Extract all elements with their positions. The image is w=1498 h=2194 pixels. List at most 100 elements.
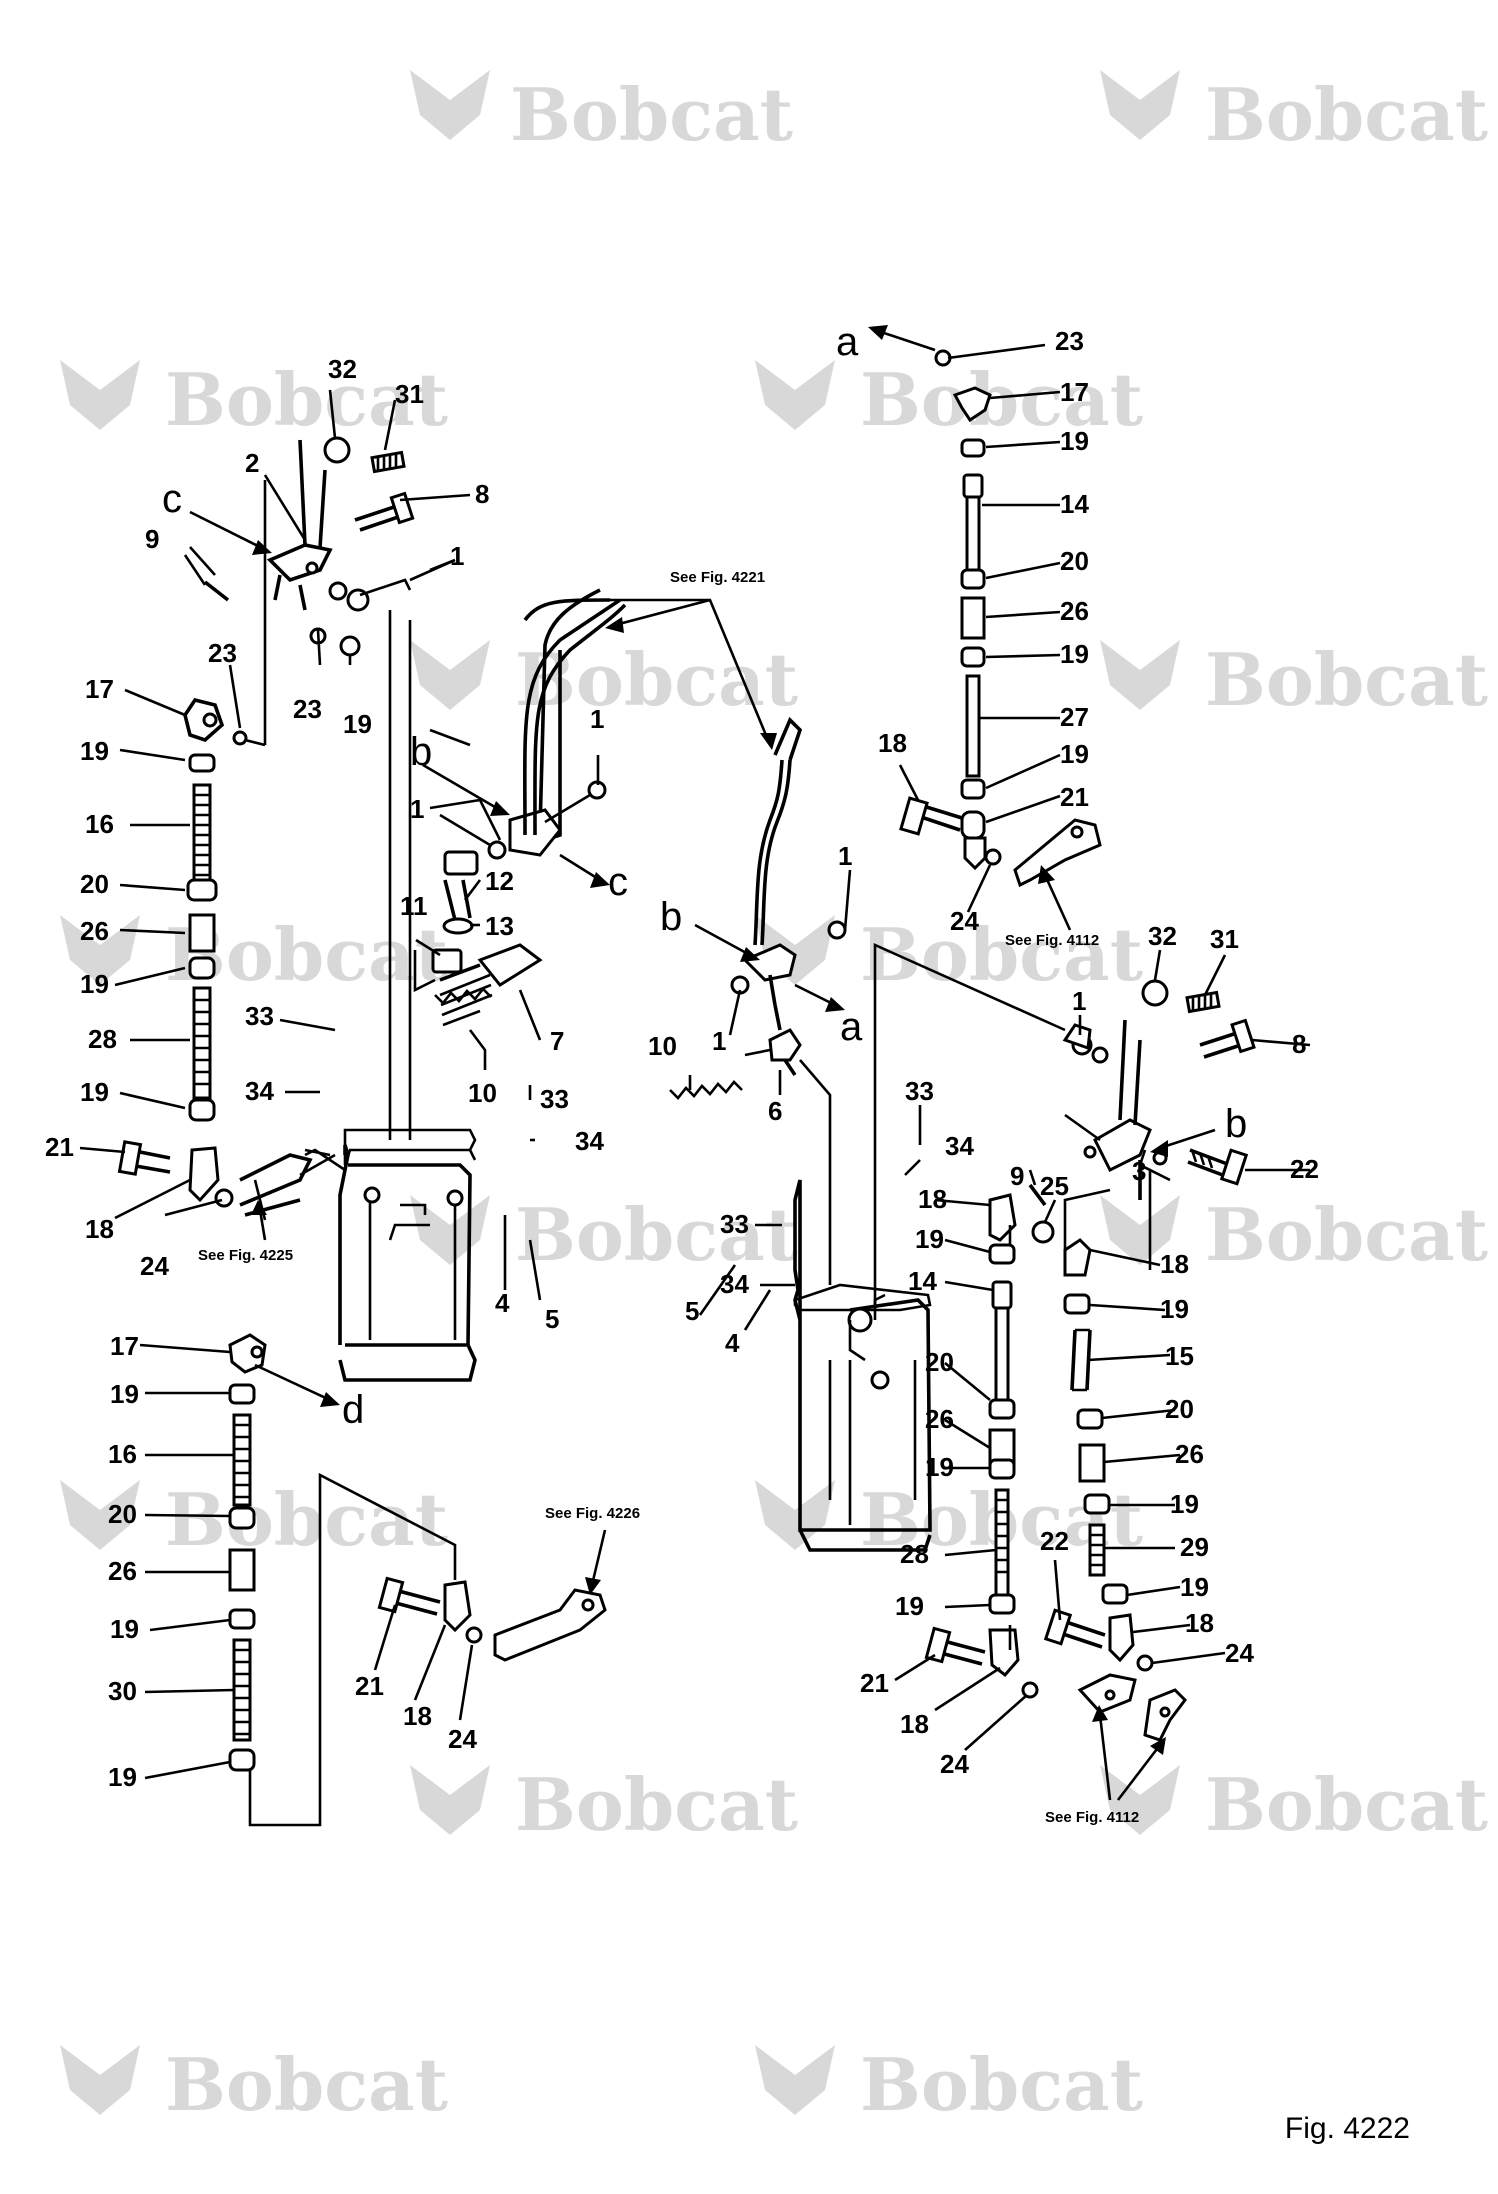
callout-33: 33 — [245, 1001, 274, 1031]
callout-19: 19 — [895, 1591, 924, 1621]
callout-32: 32 — [328, 354, 357, 384]
callout-24: 24 — [1225, 1638, 1254, 1668]
callout-33: 33 — [905, 1076, 934, 1106]
callout-21: 21 — [45, 1132, 74, 1162]
watermark-logo-icon — [1100, 640, 1180, 710]
callout-19: 19 — [108, 1762, 137, 1792]
callout-23: 23 — [1055, 326, 1084, 356]
see-fig-4225: See Fig. 4225 — [198, 1247, 293, 1264]
connector-d: d — [342, 1388, 364, 1432]
watermark-logo-icon — [410, 640, 490, 710]
callout-26: 26 — [80, 916, 109, 946]
callout-32: 32 — [1148, 921, 1177, 951]
watermark-logo-icon — [1100, 1765, 1180, 1835]
callout-13: 13 — [485, 911, 514, 941]
callout-19: 19 — [110, 1379, 139, 1409]
callout-14: 14 — [908, 1266, 937, 1296]
connector-b: b — [410, 730, 432, 774]
callout-34: 34 — [945, 1131, 974, 1161]
watermark-logo-icon — [410, 1765, 490, 1835]
callout-20: 20 — [80, 869, 109, 899]
callout-16: 16 — [85, 809, 114, 839]
connector-letters: a a b b b c c d — [162, 320, 1247, 1432]
watermark-logo-icon — [60, 2045, 140, 2115]
callout-20: 20 — [1060, 546, 1089, 576]
connector-b: b — [1225, 1102, 1247, 1146]
cable-to-4221 — [523, 598, 627, 836]
callout-28: 28 — [88, 1024, 117, 1054]
watermark-text: Bobcat — [1205, 1762, 1488, 1847]
leader-lines — [79, 343, 1311, 1780]
callout-5: 5 — [685, 1296, 699, 1326]
callout-33: 33 — [720, 1209, 749, 1239]
watermark-logo-icon — [60, 915, 140, 985]
callout-8: 8 — [475, 479, 489, 509]
callout-30: 30 — [108, 1676, 137, 1706]
callout-17: 17 — [110, 1331, 139, 1361]
callout-19: 19 — [343, 709, 372, 739]
callout-15: 15 — [1165, 1341, 1194, 1371]
callout-18: 18 — [1185, 1608, 1214, 1638]
part-32-nut — [323, 436, 351, 464]
callout-4: 4 — [725, 1328, 740, 1358]
callout-1: 1 — [450, 541, 464, 571]
watermark-text: Bobcat — [165, 357, 448, 442]
callout-19: 19 — [80, 1077, 109, 1107]
callout-10: 10 — [468, 1078, 497, 1108]
callout-21: 21 — [355, 1671, 384, 1701]
callout-21: 21 — [860, 1668, 889, 1698]
callout-26: 26 — [925, 1404, 954, 1434]
callout-19: 19 — [80, 969, 109, 999]
callout-18: 18 — [1160, 1249, 1189, 1279]
callout-2: 2 — [245, 448, 259, 478]
connector-a: a — [836, 320, 859, 364]
part-8-bolt — [354, 491, 415, 532]
connector-arrows — [189, 325, 1216, 1801]
watermark-logo-icon — [1100, 70, 1180, 140]
callout-4: 4 — [495, 1288, 510, 1318]
callout-9: 9 — [1010, 1161, 1024, 1191]
callout-34: 34 — [575, 1126, 604, 1156]
callout-1: 1 — [1072, 986, 1086, 1016]
callout-28: 28 — [900, 1539, 929, 1569]
callout-20: 20 — [1165, 1394, 1194, 1424]
callout-24: 24 — [140, 1251, 169, 1281]
watermark-logo-icon — [410, 70, 490, 140]
callout-11: 11 — [400, 891, 428, 921]
callout-21: 18 — [878, 728, 907, 758]
left-stack-upper — [117, 697, 336, 1217]
watermark-logo-icon — [755, 2045, 835, 2115]
see-fig-4112: See Fig. 4112 — [1005, 932, 1099, 949]
callout-18: 18 — [918, 1184, 947, 1214]
callout-33: 33 — [540, 1084, 569, 1114]
left-console-box — [304, 1128, 477, 1382]
callout-6: 6 — [768, 1096, 782, 1126]
callout-1: 1 — [712, 1026, 726, 1056]
callout-19: 19 — [1180, 1572, 1209, 1602]
see-fig-4112: See Fig. 4112 — [1045, 1809, 1139, 1826]
watermark-logo-icon — [755, 1480, 835, 1550]
callout-24: 24 — [950, 906, 979, 936]
left-rod — [304, 1148, 331, 1157]
watermark-text: Bobcat — [515, 1192, 798, 1277]
right-top-stack — [899, 349, 1102, 888]
callout-12: 12 — [485, 866, 514, 896]
callout-labels: 32 31 2 8 1 9 23 19 23 17 19 16 20 26 19… — [45, 326, 1319, 1792]
watermark-text: Bobcat — [165, 2042, 448, 2127]
callout-17: 17 — [1060, 377, 1089, 407]
right-lower-stack-a — [924, 1193, 1039, 1699]
watermark-text: Bobcat — [860, 2042, 1143, 2127]
see-fig-4221: See Fig. 4221 — [670, 569, 765, 586]
callout-18: 18 — [85, 1214, 114, 1244]
right-center-lever — [669, 716, 847, 1285]
callout-23: 23 — [293, 694, 322, 724]
connector-c: c — [162, 477, 182, 521]
connector-b: b — [660, 895, 682, 939]
callout-19: 19 — [1060, 639, 1089, 669]
callout-19: 19 — [110, 1614, 139, 1644]
callout-26: 26 — [108, 1556, 137, 1586]
callout-19: 19 — [80, 736, 109, 766]
see-fig-references: See Fig. 4221 See Fig. 4112 See Fig. 422… — [198, 569, 1139, 1826]
